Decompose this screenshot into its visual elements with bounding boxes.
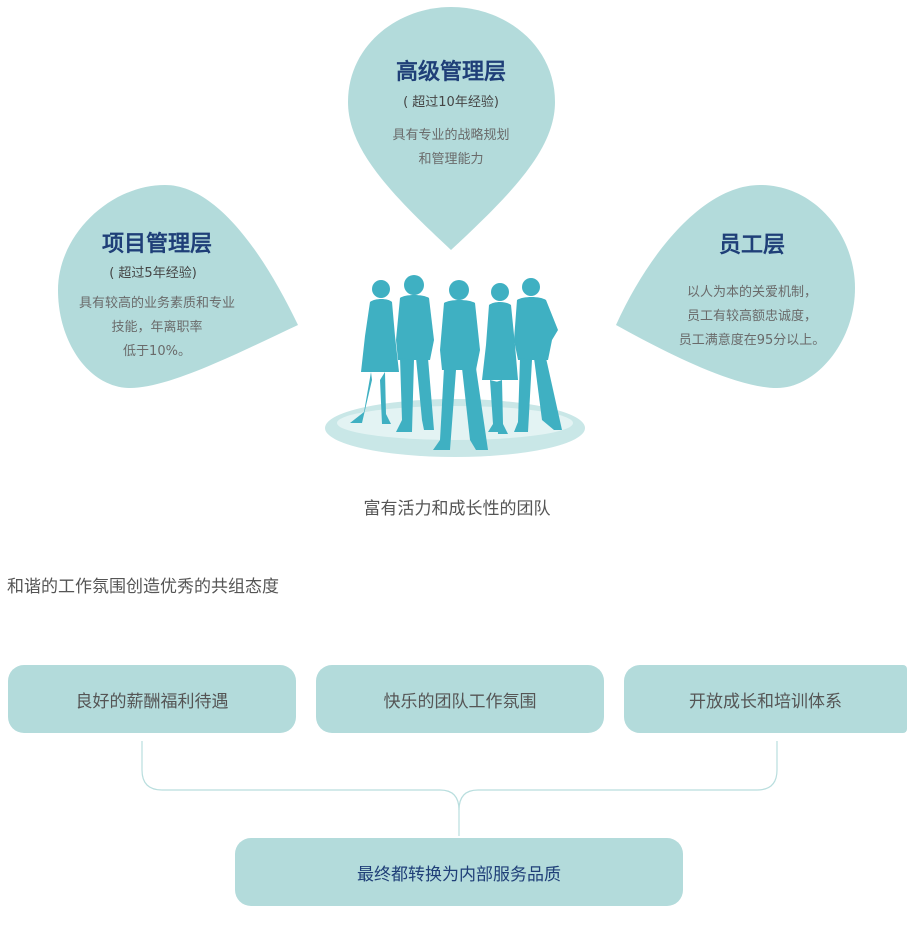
pill-growth-training: 开放成长和培训体系	[624, 665, 907, 733]
right-petal-title: 员工层	[718, 233, 785, 258]
right-petal-desc-line: 员工有较高额忠诚度，	[686, 309, 817, 324]
top-petal-desc-line: 和管理能力	[418, 152, 484, 167]
right-petal-desc-line: 以人为本的关爱机制，	[686, 285, 817, 300]
top-petal-title: 高级管理层	[395, 60, 506, 85]
harmony-caption: 和谐的工作氛围创造优秀的共组态度	[7, 577, 279, 597]
left-petal-subtitle: ( 超过5年经验)	[109, 266, 197, 281]
left-petal-title: 项目管理层	[101, 232, 212, 257]
left-petal-desc-line: 具有较高的业务素质和专业	[78, 296, 235, 311]
pill-compensation: 良好的薪酬福利待遇	[8, 665, 296, 733]
pill-team-atmosphere: 快乐的团队工作氛围	[316, 665, 604, 733]
ground-ellipse-inner	[337, 406, 573, 440]
right-petal-description: 以人为本的关爱机制， 员工有较高额忠诚度， 员工满意度在95分以上。	[652, 281, 852, 353]
top-petal-description: 具有专业的战略规划 和管理能力	[351, 124, 551, 172]
left-petal-shape	[58, 185, 298, 388]
left-petal-desc-line: 技能，年离职率	[111, 320, 203, 335]
left-petal-desc-line: 低于10%。	[123, 344, 191, 359]
connector-lines	[141, 741, 778, 836]
top-petal-shape	[348, 7, 555, 250]
top-petal-subtitle: ( 超过10年经验)	[403, 95, 499, 110]
final-pill-service-quality: 最终都转换为内部服务品质	[235, 838, 683, 906]
top-petal: 高级管理层 ( 超过10年经验) 具有专业的战略规划 和管理能力	[351, 60, 551, 172]
team-silhouette-icon	[350, 275, 562, 450]
team-caption: 富有活力和成长性的团队	[363, 499, 551, 519]
top-petal-desc-line: 具有专业的战略规划	[392, 128, 510, 143]
left-petal: 项目管理层 ( 超过5年经验) 具有较高的业务素质和专业 技能，年离职率 低于1…	[57, 232, 257, 364]
right-petal-shape	[616, 185, 855, 388]
right-petal-desc-line: 员工满意度在95分以上。	[678, 333, 826, 348]
left-petal-description: 具有较高的业务素质和专业 技能，年离职率 低于10%。	[57, 292, 257, 364]
right-petal: 员工层 以人为本的关爱机制， 员工有较高额忠诚度， 员工满意度在95分以上。	[652, 233, 852, 353]
